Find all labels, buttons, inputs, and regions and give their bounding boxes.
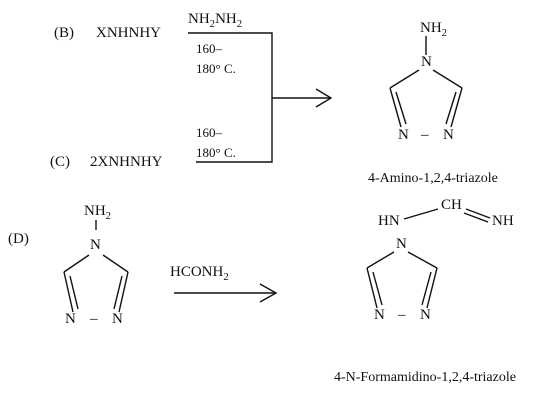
product-d-ring-n-top: N <box>396 236 407 252</box>
product-d-ch: CH <box>441 197 462 213</box>
reaction-c-temp-range: 160– <box>196 125 222 140</box>
product-ring-top-right <box>407 251 438 269</box>
product-ring-right <box>426 267 438 309</box>
product-bc-name: 4-Amino-1,2,4-triazole <box>368 171 498 186</box>
reaction-c-reactant: 2XNHNHY <box>90 154 163 170</box>
reaction-b-temp-unit: 180° C. <box>196 61 236 76</box>
product-ring-right-double <box>421 271 432 306</box>
reactant-ring-left-double <box>69 275 79 310</box>
product-d-ring-n-left: N <box>374 307 385 323</box>
reaction-d-label: (D) <box>8 231 29 247</box>
product-bc-ring-bond: – <box>421 127 429 143</box>
arrow-d-head <box>259 283 278 303</box>
ring-bond-top-left <box>389 69 420 89</box>
product-bc-ring-n-right: N <box>443 127 454 143</box>
amidine-double-bond-2 <box>463 212 489 223</box>
reaction-d-reactant-ring-n-left: N <box>65 311 76 327</box>
reaction-c-label: (C) <box>50 154 70 170</box>
reactant-ring-top-right <box>102 254 129 273</box>
reactant-ring-left <box>63 271 74 313</box>
reaction-b-temp-range: 160– <box>196 41 222 56</box>
reaction-d-reagent: HCONH2 <box>170 264 229 283</box>
product-ring-left-double <box>372 271 383 306</box>
product-d-name: 4-N-Formamidino-1,2,4-triazole <box>334 370 516 385</box>
arrow-bc-head <box>315 88 333 108</box>
amidine-double-bond-1 <box>465 208 491 219</box>
ring-bond-left-double <box>395 91 407 125</box>
reaction-d-reactant-ring-bond: – <box>90 311 98 327</box>
ring-bond-left <box>389 87 402 128</box>
product-d-ring-n-right: N <box>420 307 431 323</box>
reactant-ring-top-left <box>63 254 90 273</box>
reaction-b-line <box>188 32 273 98</box>
ring-bond-right <box>450 87 463 128</box>
product-d-ring-bond: – <box>398 307 406 323</box>
product-ring-left <box>366 267 378 309</box>
reaction-b-label: (B) <box>54 25 74 41</box>
ring-bond-top-right <box>432 69 463 89</box>
reactant-ring-right-double <box>113 275 123 310</box>
amidine-bond-hn-ch <box>403 208 439 220</box>
reaction-b-reactant: XNHNHY <box>96 25 161 41</box>
product-bc-ring-n-top: N <box>421 54 432 70</box>
reaction-d-reactant-ring-n-right: N <box>112 311 123 327</box>
product-d-hn: HN <box>378 213 400 229</box>
reaction-c-line <box>196 98 273 163</box>
product-ring-top-left <box>366 251 395 269</box>
reaction-c-temp-unit: 180° C. <box>196 145 236 160</box>
reaction-d-reactant-substituent: NH2 <box>84 203 112 222</box>
reaction-b-reagent: NH2NH2 <box>188 11 243 30</box>
reaction-d-reactant-ring-n-top: N <box>90 237 101 253</box>
product-bc-substituent: NH2 <box>420 20 448 39</box>
product-d-nh: NH <box>492 213 514 229</box>
reactant-ring-right <box>118 271 129 313</box>
ring-bond-right-double <box>445 91 457 125</box>
product-bc-ring-n-left: N <box>398 127 409 143</box>
